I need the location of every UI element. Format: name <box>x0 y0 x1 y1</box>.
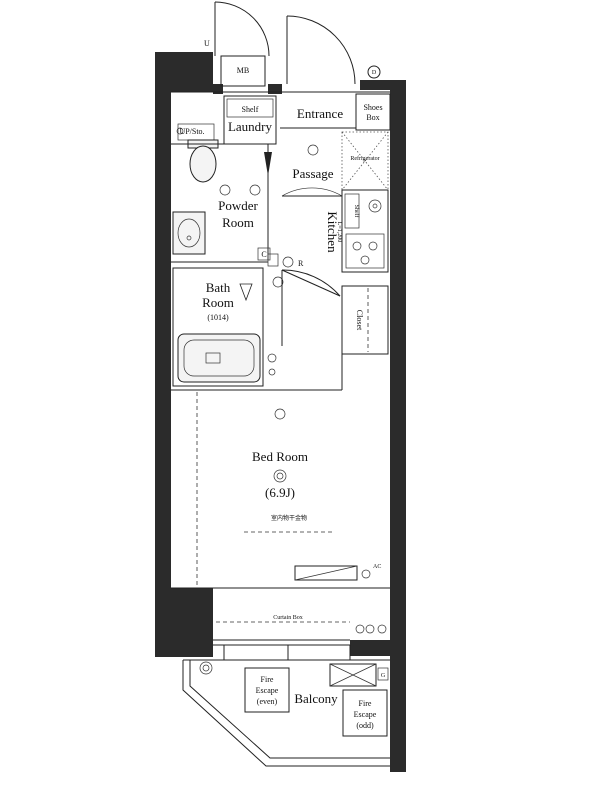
kitchen-label: Kitchen <box>325 211 340 253</box>
shelf-kitchen-label: Shelf <box>353 205 360 218</box>
indoor-drying-note: 室内物干金物 <box>271 514 307 522</box>
toilet-icon <box>187 139 219 183</box>
g-marker: G <box>381 673 386 679</box>
ac-label: AC <box>373 564 381 570</box>
laundry-label: Laundry <box>228 119 273 134</box>
fire-even-label-2: Escape <box>256 686 279 695</box>
mb-box: MB <box>220 55 266 87</box>
closet: Closet <box>341 285 389 355</box>
kitchen-dimension: L=1,200 <box>336 222 342 243</box>
passage: Passage <box>281 144 343 197</box>
laundry: Shelf Laundry <box>223 95 277 145</box>
refrigerator: Refrigerator <box>341 131 389 191</box>
marker-r: R <box>282 256 304 268</box>
meter-door[interactable] <box>214 1 270 57</box>
balcony-window[interactable] <box>223 645 351 660</box>
marker-u: U <box>204 39 210 48</box>
bath-accessories <box>267 253 284 376</box>
closet-label: Closet <box>355 310 364 331</box>
fire-escape-even: Fire Escape (even) <box>244 667 290 713</box>
refrigerator-label: Refrigerator <box>350 155 379 162</box>
kitchen: Shelf Kitchen L=1,200 <box>325 189 389 273</box>
curtain-box: Curtain Box <box>216 615 387 634</box>
outline <box>171 91 390 646</box>
entrance-area: Entrance Shoes Box <box>280 93 391 131</box>
air-conditioner: AC <box>294 564 381 581</box>
bathtub-icon <box>177 333 261 383</box>
powder-room-label-1: Powder <box>218 198 258 213</box>
curtain-box-label: Curtain Box <box>273 615 303 621</box>
balcony-label: Balcony <box>294 691 338 706</box>
walls <box>155 52 406 772</box>
shoes-box-label-2: Box <box>366 113 379 122</box>
bath-room: Bath Room (1014) <box>171 261 268 387</box>
bedroom-size: (6.9J) <box>265 485 295 500</box>
mb-label: MB <box>237 66 249 75</box>
entrance-label: Entrance <box>297 106 343 121</box>
entrance-door[interactable] <box>286 15 356 85</box>
bedroom-label: Bed Room <box>252 449 308 464</box>
powder-room-label-2: Room <box>222 215 254 230</box>
u-marker: U <box>204 39 210 48</box>
bed-room: Bed Room (6.9J) 室内物干金物 <box>171 354 343 588</box>
shelf-top-label: Shelf <box>242 105 259 114</box>
shoes-box-label-1: Shoes <box>363 103 382 112</box>
bath-label-2: Room <box>202 295 234 310</box>
powder-room: Powder Room <box>171 143 272 260</box>
fire-odd-label-1: Fire <box>359 699 372 708</box>
marker-c: C <box>257 247 271 261</box>
washbasin-icon <box>172 211 206 255</box>
r-marker: R <box>298 259 304 268</box>
d-marker: D <box>372 70 377 76</box>
fire-odd-label-3: (odd) <box>356 721 374 730</box>
fire-odd-label-2: Escape <box>354 710 377 719</box>
up-storage: UP/Sto. <box>176 123 215 141</box>
bath-label-3: (1014) <box>207 313 229 322</box>
fire-even-label-3: (even) <box>257 697 278 706</box>
bath-label-1: Bath <box>206 280 231 295</box>
outdoor-unit: G <box>329 663 389 687</box>
fire-escape-odd: Fire Escape (odd) <box>342 689 388 737</box>
bedroom-door[interactable] <box>281 269 341 346</box>
up-sto-label: UP/Sto. <box>179 127 204 136</box>
marker-d: D <box>367 65 381 79</box>
fire-even-label-1: Fire <box>261 675 274 684</box>
passage-label: Passage <box>292 166 333 181</box>
balcony: Balcony <box>182 659 390 767</box>
c-marker: C <box>261 250 266 259</box>
